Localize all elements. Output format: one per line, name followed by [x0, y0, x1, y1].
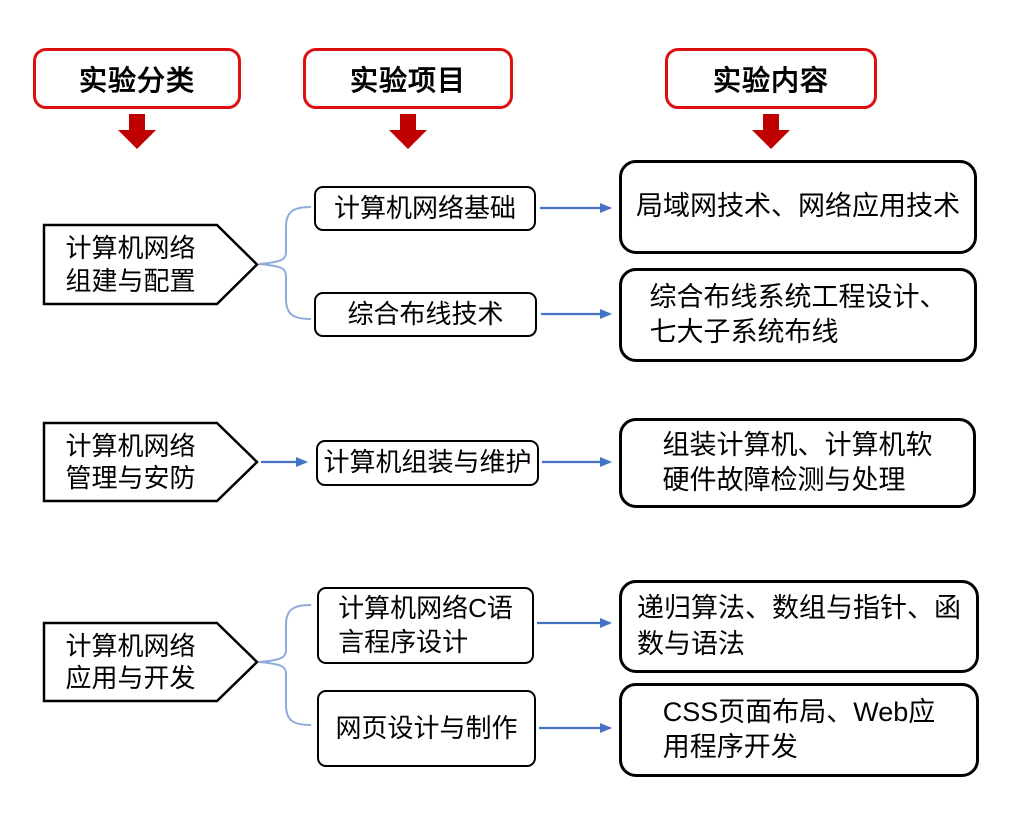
header-experiment-content: 实验内容: [665, 48, 877, 109]
content-box-css-web-development: CSS页面布局、Web应 用程序开发: [619, 683, 979, 777]
content-label: 综合布线系统工程设计、 七大子系统布线: [649, 281, 947, 347]
project-box-computer-assembly-maintenance: 计算机组装与维护: [316, 440, 539, 486]
header-experiment-project: 实验项目: [303, 48, 513, 109]
header-experiment-category: 实验分类: [33, 48, 241, 109]
content-label: CSS页面布局、Web应 用程序开发: [662, 696, 936, 762]
content-box-cabling-system-design: 综合布线系统工程设计、 七大子系统布线: [619, 268, 977, 362]
project-label: 计算机组装与维护: [323, 447, 532, 478]
brace-connector: [258, 206, 312, 320]
category-network-management-security: 计算机网络 管理与安防: [65, 430, 196, 494]
content-box-recursion-arrays-pointers: 递归算法、数组与指针、函 数与语法: [619, 580, 979, 673]
category-network-application-development: 计算机网络 应用与开发: [65, 630, 196, 694]
project-box-network-basics: 计算机网络基础: [314, 186, 536, 231]
down-arrow-icon: [389, 114, 427, 149]
brace-connector: [258, 604, 312, 726]
project-box-web-design: 网页设计与制作: [317, 690, 536, 767]
content-box-assembly-fault-detection: 组装计算机、计算机软 硬件故障检测与处理: [619, 418, 976, 508]
content-label: 递归算法、数组与指针、函 数与语法: [637, 593, 961, 659]
content-label: 局域网技术、网络应用技术: [636, 191, 960, 222]
project-label: 综合布线技术: [347, 298, 504, 329]
category-network-setup-config: 计算机网络 组建与配置: [65, 233, 196, 296]
content-label: 组装计算机、计算机软 硬件故障检测与处理: [662, 429, 933, 495]
header-label: 实验内容: [712, 64, 829, 96]
project-label: 网页设计与制作: [335, 712, 518, 743]
project-box-c-language-programming: 计算机网络C语 言程序设计: [317, 587, 534, 664]
header-label: 实验分类: [78, 64, 195, 96]
project-box-cabling-technology: 综合布线技术: [314, 292, 537, 337]
content-box-lan-technology: 局域网技术、网络应用技术: [619, 160, 977, 254]
project-label: 计算机网络基础: [333, 192, 516, 223]
down-arrow-icon: [118, 114, 156, 149]
project-label: 计算机网络C语 言程序设计: [338, 593, 513, 657]
header-label: 实验项目: [349, 64, 466, 96]
down-arrow-icon: [752, 114, 790, 149]
